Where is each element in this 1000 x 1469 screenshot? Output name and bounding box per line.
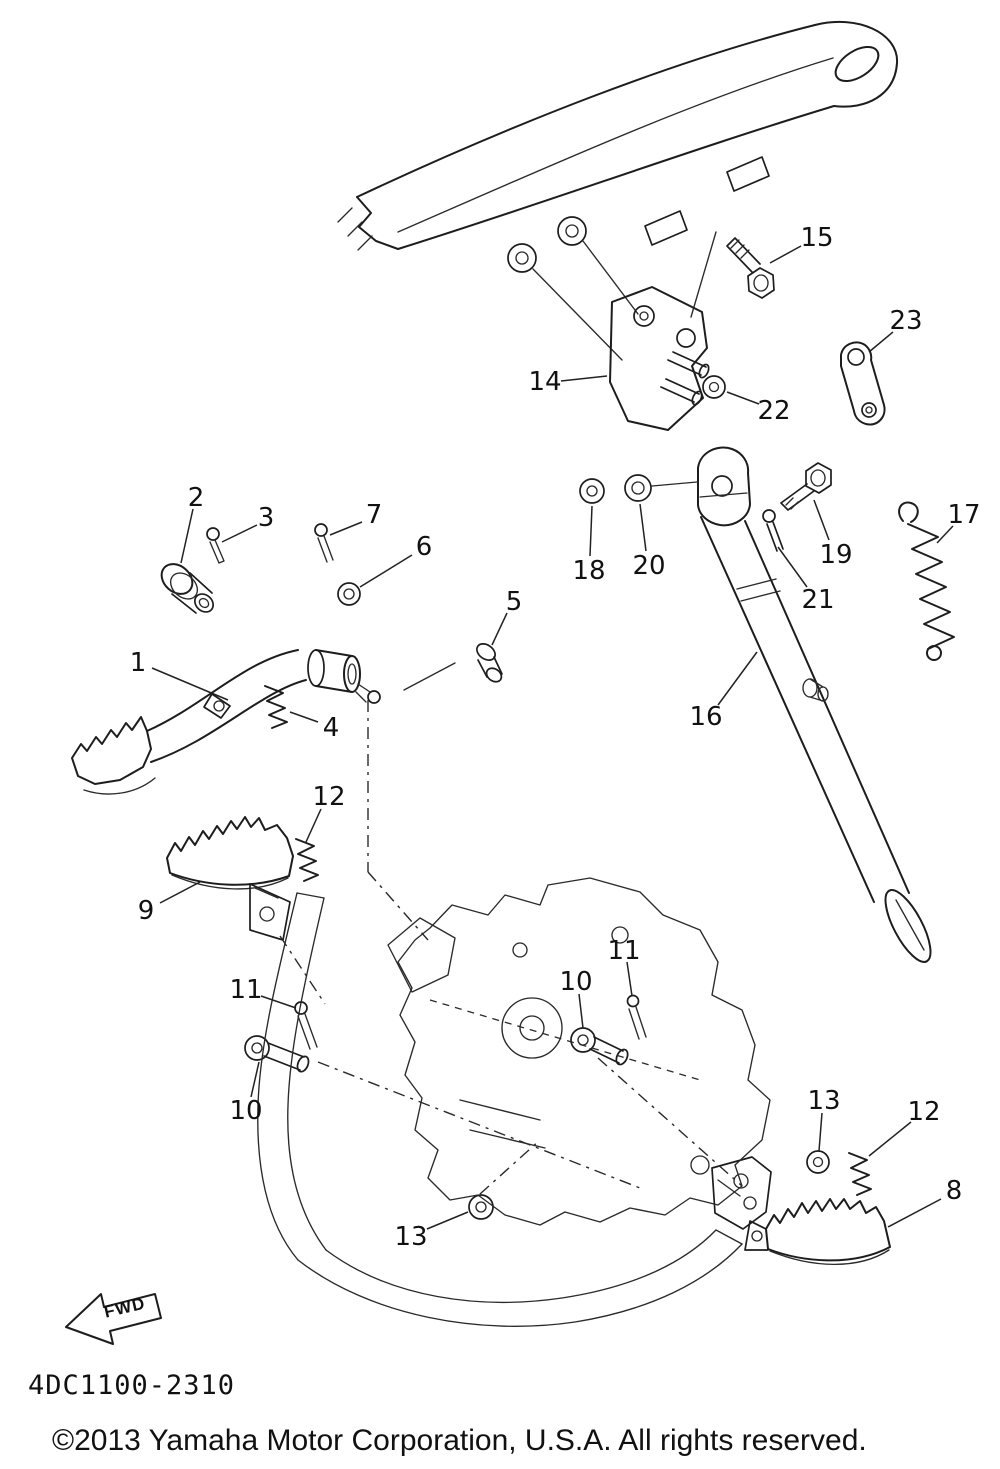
callout-leader-line bbox=[329, 521, 363, 536]
stand-bracket bbox=[609, 286, 710, 431]
flange-bolt bbox=[726, 237, 775, 299]
callout-leader-line bbox=[221, 524, 258, 543]
diagram-code: 4DC1100-2310 bbox=[28, 1370, 235, 1401]
part-number-callout: 21 bbox=[801, 585, 834, 615]
callout-leader-line bbox=[813, 499, 830, 541]
callout-leader-line bbox=[777, 546, 808, 588]
washer-center bbox=[468, 1194, 494, 1220]
part-number-callout: 13 bbox=[807, 1086, 840, 1116]
callout-leader-line bbox=[305, 808, 322, 843]
copyright-notice: ©2013 Yamaha Motor Corporation, U.S.A. A… bbox=[52, 1424, 867, 1457]
part-number-callout: 2 bbox=[188, 483, 205, 513]
part-number-callout: 7 bbox=[366, 500, 383, 530]
callout-leader-line bbox=[560, 375, 608, 382]
callout-leader-line bbox=[250, 1061, 260, 1098]
callout-leader-line bbox=[818, 1112, 823, 1152]
footrest-mount-right bbox=[711, 1156, 772, 1230]
part-number-callout: 23 bbox=[889, 306, 922, 336]
alignment-lines bbox=[279, 700, 743, 1195]
callout-leader-line bbox=[589, 505, 593, 557]
fwd-label: FWD bbox=[102, 1294, 147, 1322]
frame-washers bbox=[507, 216, 717, 361]
part-number-callout: 12 bbox=[312, 782, 345, 812]
callout-leader-line bbox=[426, 1211, 469, 1230]
side-stand bbox=[697, 446, 932, 963]
part-number-callout: 5 bbox=[506, 587, 523, 617]
footrest-cotter-left bbox=[294, 1001, 318, 1050]
callout-leader-line bbox=[726, 391, 760, 405]
part-number-callout: 17 bbox=[947, 500, 980, 530]
part-number-callout: 9 bbox=[138, 896, 155, 926]
callout-leader-line bbox=[936, 525, 954, 544]
callout-leader-line bbox=[626, 961, 633, 997]
part-number-callout: 4 bbox=[323, 713, 340, 743]
cotter-pin-pedal bbox=[314, 523, 334, 563]
callout-leader-line bbox=[151, 667, 229, 701]
callout-leader-line bbox=[491, 612, 508, 646]
collar-nut bbox=[702, 375, 726, 399]
washer-right bbox=[806, 1150, 830, 1174]
part-number-callout: 8 bbox=[946, 1176, 963, 1206]
stand-spring bbox=[898, 501, 955, 661]
pedal-washer bbox=[337, 582, 361, 606]
callout-leader-line bbox=[578, 993, 584, 1029]
part-number-callout: 13 bbox=[394, 1222, 427, 1252]
part-number-callout: 11 bbox=[607, 936, 640, 966]
footrest-right bbox=[744, 1198, 891, 1266]
stand-link-plate bbox=[840, 341, 886, 426]
callout-leader-line bbox=[639, 503, 647, 552]
engine-frame-outline bbox=[257, 877, 771, 1327]
part-number-callout: 3 bbox=[258, 503, 275, 533]
footrest-cotter-right bbox=[626, 994, 647, 1040]
stand-washer bbox=[624, 474, 698, 502]
frame-beam bbox=[337, 20, 899, 251]
callout-leader-line bbox=[260, 995, 297, 1009]
small-screw bbox=[206, 527, 225, 564]
part-number-callout: 12 bbox=[907, 1097, 940, 1127]
part-number-callout: 19 bbox=[819, 540, 852, 570]
part-number-callout: 22 bbox=[757, 396, 790, 426]
brake-pedal bbox=[71, 649, 381, 795]
callout-leader-lines bbox=[151, 245, 954, 1230]
callout-leader-line bbox=[868, 331, 894, 353]
footrest-left bbox=[166, 816, 294, 941]
part-number-callout: 15 bbox=[800, 223, 833, 253]
part-number-callout: 16 bbox=[689, 702, 722, 732]
footrest-spring-left bbox=[295, 838, 319, 882]
footrest-spring-right bbox=[848, 1152, 872, 1196]
pedal-spring bbox=[264, 685, 288, 729]
footrest-pin-left bbox=[244, 1035, 310, 1073]
part-number-callout: 14 bbox=[528, 367, 561, 397]
callout-leader-line bbox=[159, 881, 201, 904]
part-number-callout: 1 bbox=[130, 648, 147, 678]
part-number-callout: 6 bbox=[416, 532, 433, 562]
callout-leader-line bbox=[180, 508, 194, 564]
callout-leader-line bbox=[359, 554, 413, 588]
part-number-callout: 20 bbox=[632, 551, 665, 581]
clevis-pin bbox=[403, 643, 503, 691]
pivot-bolt bbox=[780, 462, 832, 511]
callout-leader-line bbox=[717, 651, 758, 706]
pedal-pivot-shaft bbox=[160, 563, 215, 614]
cotter-pin-stand bbox=[762, 509, 784, 552]
callout-leader-line bbox=[868, 1121, 912, 1157]
part-number-callout: 10 bbox=[229, 1096, 262, 1126]
callout-leader-line bbox=[769, 245, 802, 264]
callout-leader-line bbox=[887, 1198, 942, 1228]
part-number-callout: 11 bbox=[229, 975, 262, 1005]
part-number-callout: 18 bbox=[572, 556, 605, 586]
callout-leader-line bbox=[289, 711, 319, 723]
part-number-callout: 10 bbox=[559, 967, 592, 997]
fwd-arrow: FWD bbox=[65, 1293, 162, 1345]
stand-nut bbox=[579, 478, 605, 504]
